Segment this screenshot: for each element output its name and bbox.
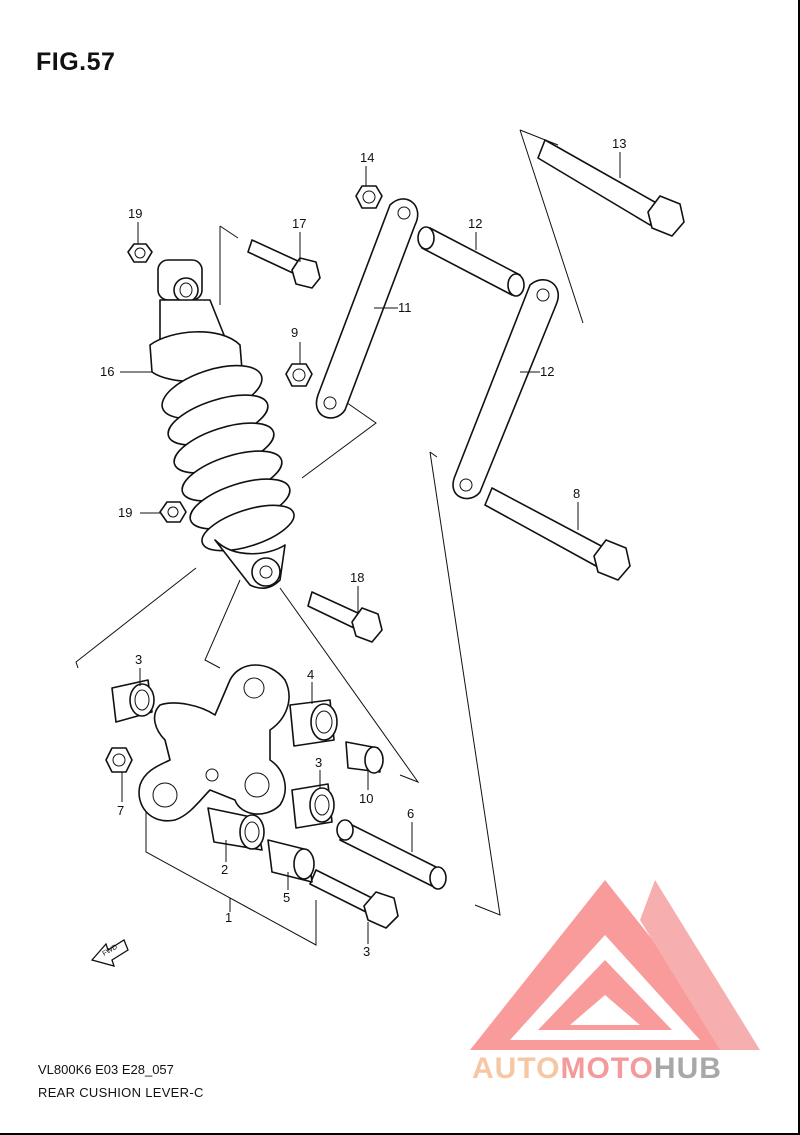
callout-12-lower: 12 bbox=[540, 364, 554, 379]
callout-2: 2 bbox=[221, 862, 228, 877]
cushion-rod-12-lower bbox=[452, 279, 559, 500]
watermark-logo bbox=[470, 880, 760, 1050]
callout-3-mid: 3 bbox=[315, 755, 322, 770]
bushing-3-mid bbox=[291, 783, 335, 829]
nut-19-top bbox=[127, 243, 153, 263]
spacer-5 bbox=[267, 839, 315, 883]
spacer-8 bbox=[336, 819, 447, 890]
nut-15 bbox=[355, 185, 383, 209]
bushing-3-left bbox=[111, 679, 155, 723]
bushing-2 bbox=[207, 807, 265, 851]
bolt-6 bbox=[309, 869, 399, 929]
callout-17: 17 bbox=[292, 216, 306, 231]
shock-spring bbox=[161, 364, 295, 552]
spacer-13 bbox=[417, 226, 525, 297]
model-code: VL800K6 E03 E28_057 bbox=[38, 1062, 174, 1077]
callout-3-left: 3 bbox=[135, 652, 142, 667]
cushion-lever bbox=[138, 664, 290, 822]
watermark-moto: MOTO bbox=[560, 1052, 654, 1085]
callout-16: 16 bbox=[100, 364, 114, 379]
callout-5: 5 bbox=[283, 890, 290, 905]
callout-6: 3 bbox=[363, 944, 370, 959]
bracket-lines bbox=[75, 129, 584, 946]
rear-shock-absorber bbox=[149, 259, 295, 590]
bolt-18 bbox=[307, 591, 383, 643]
callout-labels: 13 14 19 17 12 11 9 12 16 8 19 18 3 4 3 … bbox=[100, 136, 626, 959]
watermark-auto: AUTO bbox=[472, 1052, 561, 1085]
bolt-17 bbox=[247, 239, 321, 289]
bushing-4 bbox=[289, 699, 338, 747]
callout-19-lower: 19 bbox=[118, 505, 132, 520]
cushion-rod-12-upper bbox=[315, 198, 419, 419]
callout-14: 13 bbox=[612, 136, 626, 151]
leader-lines bbox=[120, 152, 621, 944]
callout-1: 1 bbox=[225, 910, 232, 925]
nut-19-lower bbox=[159, 501, 187, 523]
nut-7 bbox=[105, 747, 133, 773]
callout-10: 9 bbox=[291, 325, 298, 340]
callout-13: 12 bbox=[468, 216, 482, 231]
watermark-hub: HUB bbox=[653, 1052, 722, 1085]
fwd-arrow: FWD bbox=[90, 939, 129, 967]
callout-7: 7 bbox=[117, 803, 124, 818]
callout-15: 14 bbox=[360, 150, 374, 165]
watermark-text: AUTOMOTOHUB bbox=[472, 1052, 722, 1086]
callout-18: 18 bbox=[350, 570, 364, 585]
bolt-9 bbox=[484, 487, 631, 581]
callout-4: 4 bbox=[307, 667, 314, 682]
figure-title: FIG.57 bbox=[36, 48, 116, 76]
bolt-14 bbox=[537, 139, 685, 237]
section-name: REAR CUSHION LEVER-C bbox=[38, 1085, 204, 1100]
callout-11: 10 bbox=[359, 791, 373, 806]
callout-12-upper: 11 bbox=[398, 300, 412, 315]
nut-10 bbox=[285, 363, 313, 387]
spacer-11 bbox=[345, 741, 384, 774]
callout-8: 6 bbox=[407, 806, 414, 821]
callout-19-top: 19 bbox=[128, 206, 142, 221]
callout-9: 8 bbox=[573, 486, 580, 501]
